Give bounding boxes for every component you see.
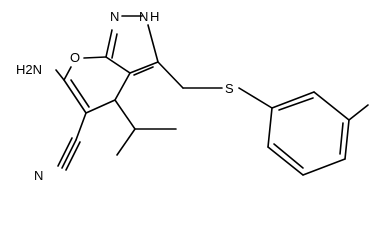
- atom-labels: H2N O N N H N S: [16, 9, 234, 183]
- bond-o-c6: [63, 66, 72, 81]
- bond-ar4-ar5: [302, 158, 346, 176]
- bond-cn-triple-a: [61, 139, 77, 169]
- bond-ipr-me1: [116, 128, 136, 156]
- bond-c6-nh2: [55, 69, 65, 81]
- bond-c4-c3a: [114, 72, 131, 101]
- bonds: [55, 15, 369, 176]
- bond-ar3-ar4: [344, 119, 350, 160]
- pyrazole-n1-label: N: [110, 9, 119, 24]
- bond-ar2-ar3: [313, 91, 350, 121]
- bond-n2-c3: [147, 24, 159, 63]
- bond-c4-ipr: [114, 99, 136, 130]
- bond-ar5-ar6: [267, 146, 304, 176]
- molecule-diagram: H2N O N N H N S: [16, 9, 369, 183]
- bond-ar6-ar1: [267, 107, 273, 148]
- bond-c6-c5: [63, 79, 87, 114]
- bond-ar1-ar2: [271, 91, 315, 109]
- bond-c5-cn: [75, 112, 87, 141]
- bond-c7a-n1-double: [111, 33, 118, 59]
- bond-cn-triple-b: [57, 137, 73, 167]
- bond-c3-c3a: [129, 61, 159, 74]
- pyrazole-nh-label: N: [139, 9, 148, 24]
- bond-s-ar: [238, 87, 273, 109]
- bond-o-c7a: [83, 56, 107, 59]
- thioether-s-label: S: [225, 81, 234, 96]
- bond-ar3-ar4-double: [339, 122, 344, 155]
- bond-c6-c5-double: [70, 79, 90, 108]
- bond-c5-c4: [85, 99, 116, 114]
- pyrazole-h-label: H: [150, 9, 159, 24]
- bond-c3-ch2: [157, 61, 184, 89]
- bond-c3a-c7a: [105, 56, 131, 74]
- bond-ar5-ar6-double: [273, 143, 304, 169]
- ring-oxygen-label: O: [70, 50, 80, 65]
- nitrile-n-label: N: [34, 168, 43, 183]
- bond-ar1-ar2-double: [278, 97, 314, 111]
- bond-cn-triple-c: [65, 141, 81, 171]
- amino-label: H2N: [16, 62, 42, 77]
- bond-c3-c3a-double: [133, 66, 154, 76]
- bond-ar-methyl: [348, 104, 369, 121]
- bond-c7a-n1: [105, 29, 113, 58]
